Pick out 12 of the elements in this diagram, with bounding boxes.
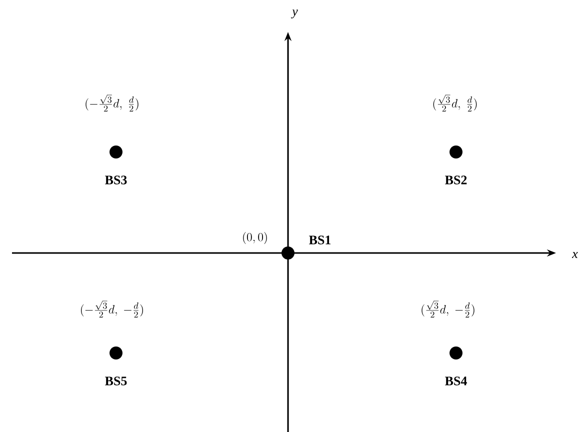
station-name: BS1 bbox=[309, 236, 331, 244]
axis-label: x bbox=[572, 252, 578, 258]
axis-label: y bbox=[291, 10, 298, 18]
coordinate-label: $(\frac{\sqrt{3}}{2}d,\ -\frac{d}{2})$ bbox=[422, 300, 474, 318]
station-name: BS4 bbox=[445, 376, 467, 386]
station-name: BS5 bbox=[105, 376, 127, 386]
coordinate-label: $(-\frac{\sqrt{3}}{2}d,\ -\frac{d}{2})$ bbox=[81, 300, 143, 318]
coordinate-label: $(0,0)$ bbox=[243, 232, 267, 244]
station-name: BS2 bbox=[445, 176, 467, 184]
coordinate-label: $(-\frac{\sqrt{3}}{2}d,\ \frac{d}{2})$ bbox=[86, 94, 138, 112]
coordinate-label: $(\frac{\sqrt{3}}{2}d,\ \frac{d}{2})$ bbox=[433, 94, 477, 112]
station-name: BS3 bbox=[105, 176, 127, 184]
